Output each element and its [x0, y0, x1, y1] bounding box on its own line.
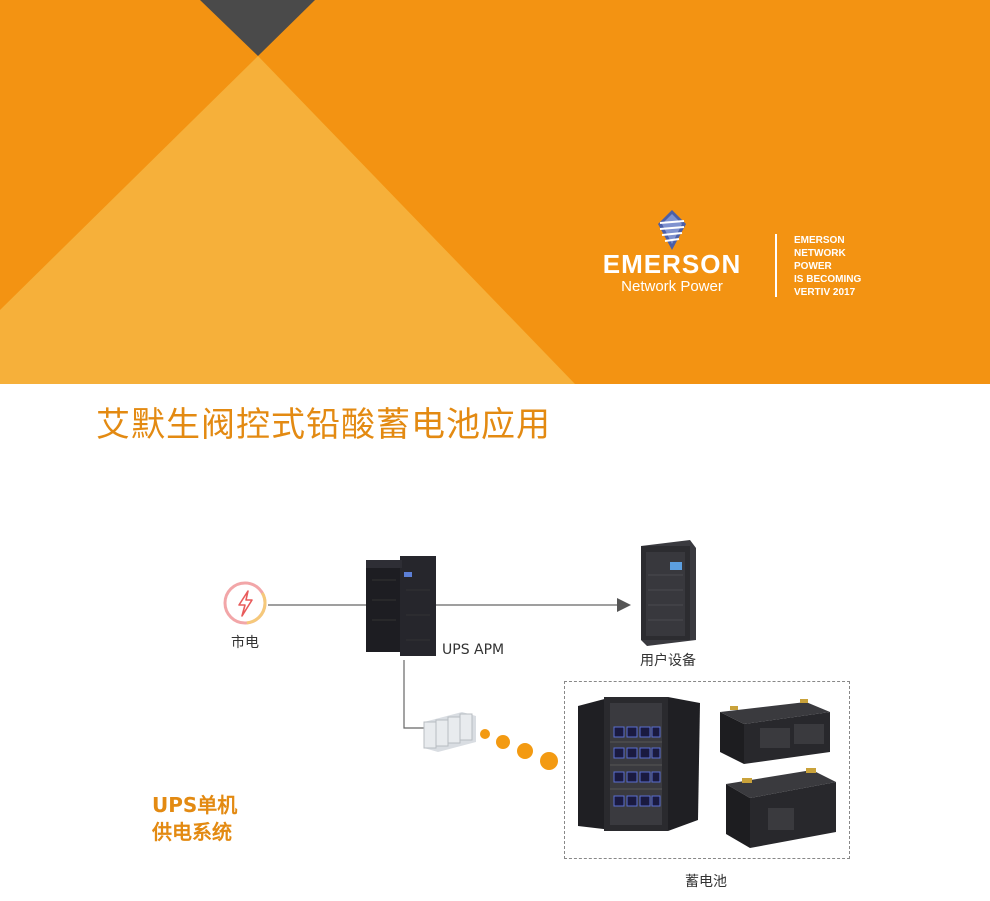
tagline-line: NETWORK — [794, 248, 846, 259]
tagline-line: EMERSON — [794, 235, 845, 246]
user-equipment-label: 用户设备 — [640, 653, 696, 669]
battery-string-icon — [423, 712, 476, 752]
battery-label: 蓄电池 — [685, 874, 727, 890]
system-title-line: 供电系统 — [152, 820, 232, 844]
battery-cabinet-icon — [578, 697, 700, 831]
battery-block-icon — [720, 699, 830, 764]
ups-label: UPS APM — [442, 642, 505, 658]
system-title: UPS单机 供电系统 — [152, 792, 237, 846]
banner-graphic — [0, 0, 990, 384]
emerson-logo-icon — [658, 210, 686, 250]
tagline-line: VERTIV 2017 — [794, 287, 856, 298]
arrow-head-icon — [617, 598, 631, 612]
logo-subtitle: Network Power — [621, 278, 723, 295]
connection-dots — [480, 729, 558, 770]
emerson-logo: EMERSON Network Power EMERSON NETWORK PO… — [594, 206, 884, 306]
battery-group-frame — [564, 681, 850, 859]
logo-tagline: EMERSON NETWORK POWER IS BECOMING VERTIV… — [794, 234, 861, 299]
hero-banner: EMERSON Network Power EMERSON NETWORK PO… — [0, 0, 990, 384]
battery-block-large-icon — [726, 768, 836, 848]
page-title: 艾默生阀控式铅酸蓄电池应用 — [96, 405, 551, 445]
tagline-line: IS BECOMING — [794, 274, 862, 285]
ups-cabinet-icon — [366, 556, 436, 656]
system-title-line: UPS单机 — [152, 793, 238, 817]
mains-label: 市电 — [231, 635, 259, 651]
server-rack-icon — [641, 540, 696, 646]
power-lightning-icon — [223, 581, 267, 625]
ups-to-battery-line — [403, 660, 424, 729]
logo-divider — [775, 234, 777, 297]
tagline-line: POWER — [794, 261, 832, 272]
logo-wordmark: EMERSON — [602, 249, 742, 279]
